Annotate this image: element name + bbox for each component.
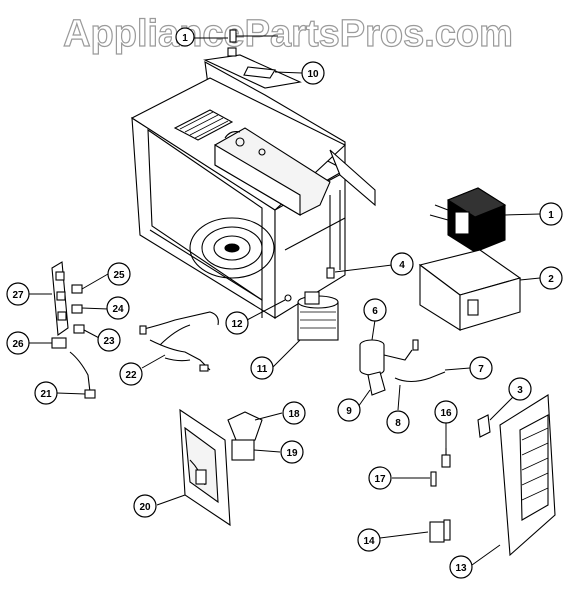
callout-1: 1 <box>539 202 563 226</box>
callout-14: 14 <box>357 528 381 552</box>
callout-18-label: 18 <box>288 409 300 420</box>
callout-10-label: 10 <box>307 69 319 80</box>
callout-2: 2 <box>539 266 563 290</box>
callout-17-label: 17 <box>374 474 386 485</box>
callout-25: 25 <box>107 262 131 286</box>
callout-6: 6 <box>363 298 387 322</box>
callout-23-label: 23 <box>103 336 115 347</box>
callout-21-label: 21 <box>40 389 52 400</box>
callout-7: 7 <box>469 356 493 380</box>
callout-21: 21 <box>34 381 58 405</box>
capacitor-bracket <box>367 371 386 396</box>
callout-11: 11 <box>250 356 274 380</box>
callout-6-label: 6 <box>372 306 378 317</box>
fan-assembly <box>179 408 263 527</box>
top-plate-part <box>227 29 276 79</box>
callout-16-label: 16 <box>440 408 452 419</box>
callout-1-label: 1 <box>548 210 554 221</box>
callout-17: 17 <box>368 466 392 490</box>
small-screws <box>284 267 335 302</box>
callout-13-label: 13 <box>455 563 467 574</box>
callout-12: 12 <box>225 311 249 335</box>
callout-4-label: 4 <box>399 260 405 271</box>
callout-20: 20 <box>133 494 157 518</box>
callout-8-label: 8 <box>395 418 401 429</box>
callout-12-label: 12 <box>231 319 243 330</box>
callout-24-label: 24 <box>112 304 124 315</box>
callout-26: 26 <box>6 331 30 355</box>
small-bracket <box>477 414 491 438</box>
callout-19-label: 19 <box>286 448 298 459</box>
callout-11-label: 11 <box>257 364 268 375</box>
callout-10: 10 <box>301 61 325 85</box>
side-panel <box>499 394 556 557</box>
callout-26-label: 26 <box>12 339 24 350</box>
waveguide-cover <box>214 127 331 216</box>
callout-20-label: 20 <box>139 502 151 513</box>
interlock-switches <box>51 261 96 399</box>
callout-7-label: 7 <box>478 364 484 375</box>
callout-27-label: 27 <box>12 290 24 301</box>
callout-22-label: 22 <box>125 370 137 381</box>
callout-9-label: 9 <box>346 406 352 417</box>
watermark-text: AppliancePartsPros.com <box>63 13 513 55</box>
fuse <box>430 471 437 487</box>
vent-grille <box>173 109 234 141</box>
callout-24: 24 <box>106 296 130 320</box>
callout-22: 22 <box>119 362 143 386</box>
callout-2-label: 2 <box>548 274 554 285</box>
capacitor <box>359 339 413 376</box>
callout-1a: 1 <box>175 27 195 47</box>
callout-3-label: 3 <box>517 385 523 396</box>
callout-8: 8 <box>386 410 410 434</box>
fuse-holder <box>441 448 451 468</box>
callout-4: 4 <box>390 252 414 276</box>
transformer-bracket <box>418 249 522 331</box>
callout-27: 27 <box>6 282 30 306</box>
callout-16: 16 <box>434 400 458 424</box>
oven-cavity <box>130 54 376 319</box>
callout-9: 9 <box>337 398 361 422</box>
callout-14-label: 14 <box>363 536 375 547</box>
callout-1a-label: 1 <box>182 33 188 44</box>
thermal-fuse <box>429 519 451 543</box>
diode-wires <box>394 339 446 383</box>
magnetron <box>297 291 339 341</box>
callout-25-label: 25 <box>113 270 125 281</box>
callout-23: 23 <box>97 328 121 352</box>
wire-harness <box>139 311 219 372</box>
transformer <box>429 187 507 253</box>
watermark: AppliancePartsPros.com <box>62 12 513 55</box>
callout-3: 3 <box>508 377 532 401</box>
callout-18: 18 <box>282 401 306 425</box>
callout-13: 13 <box>449 555 473 579</box>
callouts: 1 1 2 3 4 6 7 8 <box>6 27 563 579</box>
callout-19: 19 <box>280 440 304 464</box>
